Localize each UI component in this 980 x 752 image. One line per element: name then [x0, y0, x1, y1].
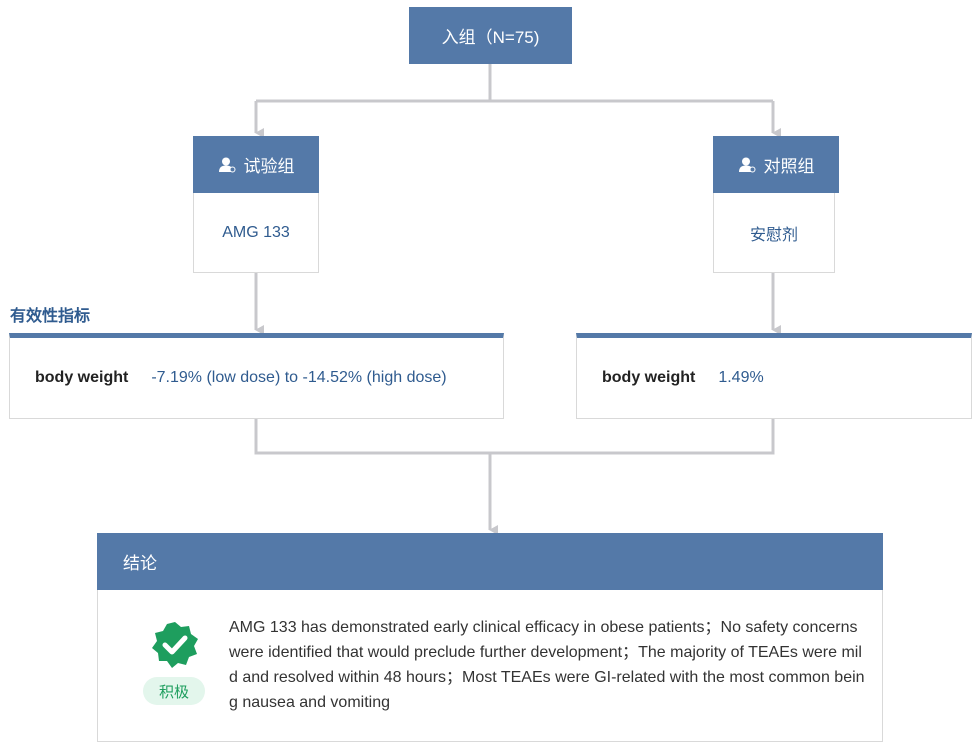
- control-indicator-box: body weight 1.49%: [576, 333, 972, 419]
- indicator-section-title: 有效性指标: [10, 308, 91, 325]
- indicator-name: body weight: [602, 369, 696, 386]
- control-arm-treatment-box: 安慰剂: [713, 193, 835, 273]
- conclusion-header: 结论: [97, 533, 883, 590]
- test-arm-treatment: AMG 133: [222, 223, 290, 241]
- enrollment-box: 入组（N=75): [409, 7, 572, 64]
- test-arm-title: 试验组: [243, 157, 295, 176]
- connector-enroll-split: [256, 64, 773, 103]
- control-arm-treatment: 安慰剂: [749, 226, 798, 244]
- user-icon: [738, 157, 755, 172]
- indicator-name: body weight: [35, 369, 129, 386]
- check-shield-icon: [152, 622, 198, 668]
- control-arm-header: 对照组: [713, 136, 839, 193]
- test-arm-treatment-box: AMG 133: [193, 193, 319, 273]
- conclusion-text: AMG 133 has demonstrated early clinical …: [229, 619, 865, 711]
- test-indicator-box: body weight -7.19% (low dose) to -14.52%…: [9, 333, 504, 419]
- control-arm-title: 对照组: [763, 157, 815, 176]
- connector-merge: [254, 418, 775, 455]
- test-arm-header: 试验组: [193, 136, 319, 193]
- conclusion-body: 积极 AMG 133 has demonstrated early clinic…: [97, 590, 883, 742]
- result-badge: 积极: [143, 677, 205, 705]
- indicator-value: 1.49%: [718, 369, 764, 386]
- indicator-value: -7.19% (low dose) to -14.52% (high dose): [151, 369, 447, 386]
- conclusion-title: 结论: [123, 554, 157, 573]
- user-icon: [218, 157, 235, 172]
- enrollment-label: 入组（N=75): [441, 28, 540, 47]
